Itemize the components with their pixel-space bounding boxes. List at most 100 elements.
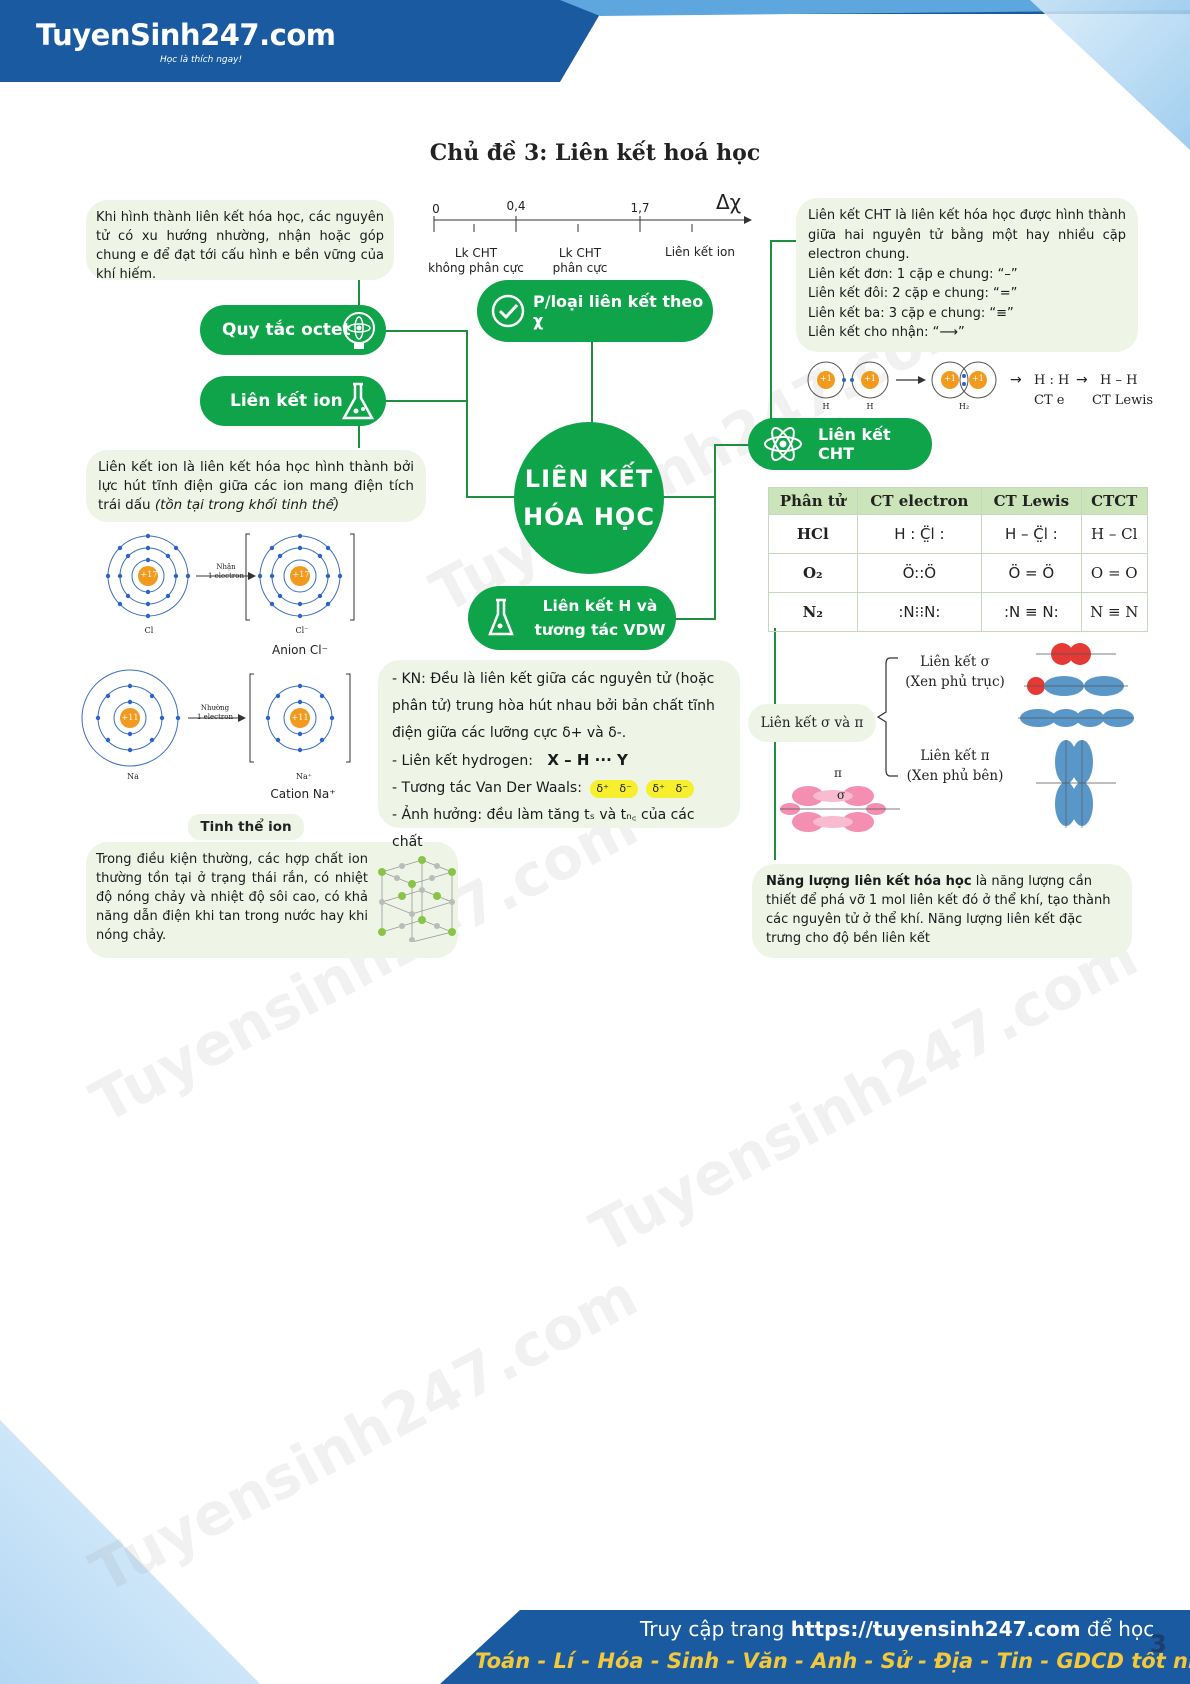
cation-caption: Cation Na⁺ (270, 787, 336, 801)
vdw-row: - Tương tác Van Der Waals: δ⁺ δ⁻ δ⁺ δ⁻ (392, 775, 726, 802)
hbond-description: - KN: Đều là liên kết giữa các nguyên tử… (378, 660, 740, 850)
connector (770, 240, 772, 420)
connector (668, 618, 716, 620)
vdw-label: - Tương tác Van Der Waals: (392, 780, 582, 796)
table-cell: H : C̤̈l : (856, 514, 983, 554)
h2-nucleus-2: +1 (972, 374, 984, 383)
hbond-effect: - Ảnh hưởng: đều làm tăng tₛ và tₙ꜀ của … (392, 807, 695, 850)
table-header-row: Phân tử CT electron CT Lewis CTCT (768, 487, 1148, 515)
cht-definition: Liên kết CHT là liên kết hóa học được hì… (808, 208, 1126, 262)
table-cell: :N⁝⁝N: (856, 592, 983, 632)
ion-pill[interactable]: Liên kết ion (200, 376, 386, 426)
na-nucleus-label: +11 (121, 713, 139, 722)
lewis-table: Phân tử CT electron CT Lewis CTCT HCl H … (768, 487, 1148, 632)
electronegativity-axis (433, 216, 752, 232)
dipole-minus: δ⁻ (619, 782, 632, 795)
connector (714, 444, 716, 620)
h2-electron-formula: H : H (1034, 373, 1070, 388)
connector (714, 444, 750, 446)
footer-suffix: để học (1080, 1617, 1155, 1641)
chlorine-ion-diagram (105, 533, 355, 621)
classification-pill[interactable]: P/loại liên kết theo χ (477, 280, 713, 342)
sigma-symbol: σ (837, 788, 846, 802)
h2-formation-diagram (807, 361, 997, 399)
table-header: CT Lewis (981, 487, 1082, 515)
hbond-label-line2: tương tác VDW (534, 621, 666, 639)
arrow-icon: → (1076, 372, 1088, 388)
axis-tick-1-7: 1,7 (630, 201, 650, 215)
table-cell: H – C̤̈l : (981, 514, 1082, 554)
watermark: Tuyensinh247.com (579, 921, 1149, 1267)
na-ion-label: Na⁺ (296, 772, 312, 781)
cl-atom (105, 533, 191, 619)
table-row: O₂ Ö::Ö Ö = Ö O = O (768, 553, 1148, 593)
beaker-icon (488, 598, 514, 636)
anion-caption: Anion Cl⁻ (272, 643, 328, 657)
table-header: CT electron (856, 487, 983, 515)
cht-double: Liên kết đôi: 2 cặp e chung: “=” (808, 286, 1018, 301)
atom-bulb-icon (343, 312, 375, 349)
delta-chi-symbol: Δχ (716, 190, 742, 214)
connector (774, 628, 776, 860)
ion-text: Liên kết ion là liên kết hóa học hình th… (98, 459, 414, 513)
axis-tick-0: 0 (432, 202, 440, 216)
crystal-title: Tinh thể ion (188, 814, 304, 840)
dipole-minus: δ⁻ (675, 782, 689, 795)
na-atom (81, 669, 181, 767)
octet-label: Quy tắc octet (222, 320, 351, 340)
cht-single: Liên kết đơn: 1 cặp e chung: “–” (808, 266, 1018, 282)
category-polar-line2: phân cực (552, 261, 608, 275)
category-polar-line1: Lk CHT (558, 246, 602, 260)
hbond-pill[interactable]: Liên kết H và tương tác VDW (468, 586, 676, 650)
hbond-hydrogen-label: - Liên kết hydrogen: (392, 753, 533, 769)
pi-bond: Liên kết π (Xen phủ bên) (900, 746, 1010, 786)
axis-tick-0-4: 0,4 (506, 199, 526, 213)
cl-atom-label: Cl (144, 626, 154, 635)
table-header: CTCT (1080, 487, 1148, 515)
connector (770, 240, 796, 242)
category-nonpolar-line1: Lk CHT (454, 246, 498, 260)
dipole-plus: δ⁺ (596, 782, 609, 795)
cht-pill[interactable]: Liên kết CHT (748, 418, 932, 470)
crystal-lattice-image (378, 856, 456, 942)
h2-label: H₂ (958, 402, 970, 411)
atom-icon (764, 427, 802, 461)
dipole-1: δ⁺ δ⁻ (590, 780, 638, 798)
hbond-hydrogen-formula: X – H ··· Y (547, 751, 628, 769)
bracket (876, 657, 898, 777)
crystal-box: Trong điều kiện thường, các hợp chất ion… (86, 842, 458, 958)
flask-icon (341, 382, 375, 420)
ion-note: (tồn tại trong khối tinh thể) (154, 497, 340, 513)
table-cell: :N ≡ N: (981, 592, 1082, 632)
na-arrow-line1: Nhường (200, 704, 230, 712)
footer-subjects: Toán - Lí - Hóa - Sinh - Văn - Anh - Sử … (475, 1649, 1190, 1673)
pi-bond-note: (Xen phủ bên) (906, 768, 1004, 784)
caption-ct-lewis: CT Lewis (1092, 393, 1154, 408)
classification-label: P/loại liên kết theo χ (533, 292, 704, 330)
connector (358, 330, 468, 332)
table-cell: Ö::Ö (856, 553, 983, 593)
site-slogan: Học là thích ngay! (160, 55, 243, 65)
cl-arrow-label: Nhận 1 electron (196, 563, 256, 581)
table-row: N₂ :N⁝⁝N: :N ≡ N: N ≡ N (768, 592, 1148, 632)
connector (591, 338, 593, 428)
footer-prefix: Truy cập trang (640, 1617, 791, 1641)
table-header: Phân tử (768, 487, 858, 515)
footer-link[interactable]: https://tuyensinh247.com (790, 1617, 1081, 1641)
cl-arrow-line1: Nhận (216, 563, 236, 571)
hbond-definition: - KN: Đều là liên kết giữa các nguyên tử… (392, 671, 715, 741)
hbond-label-line1: Liên kết H và (542, 597, 658, 615)
h2-lewis-formula: H – H (1100, 373, 1138, 388)
pi-symbol: π (834, 766, 842, 780)
sodium-ion-diagram (81, 669, 351, 767)
connector (358, 420, 360, 448)
octet-pill[interactable]: Quy tắc octet (200, 305, 386, 355)
cl-ion (245, 533, 355, 621)
cl-nucleus-label: +17 (140, 570, 158, 579)
connector (466, 330, 468, 498)
category-polar: Lk CHT phân cực (540, 246, 620, 276)
h2-nucleus-1: +1 (944, 374, 956, 383)
table-cell: N ≡ N (1080, 592, 1148, 632)
site-logo[interactable]: TuyenSinh247.com (36, 18, 336, 52)
central-topic: LIÊN KẾT HÓA HỌC (514, 422, 664, 574)
